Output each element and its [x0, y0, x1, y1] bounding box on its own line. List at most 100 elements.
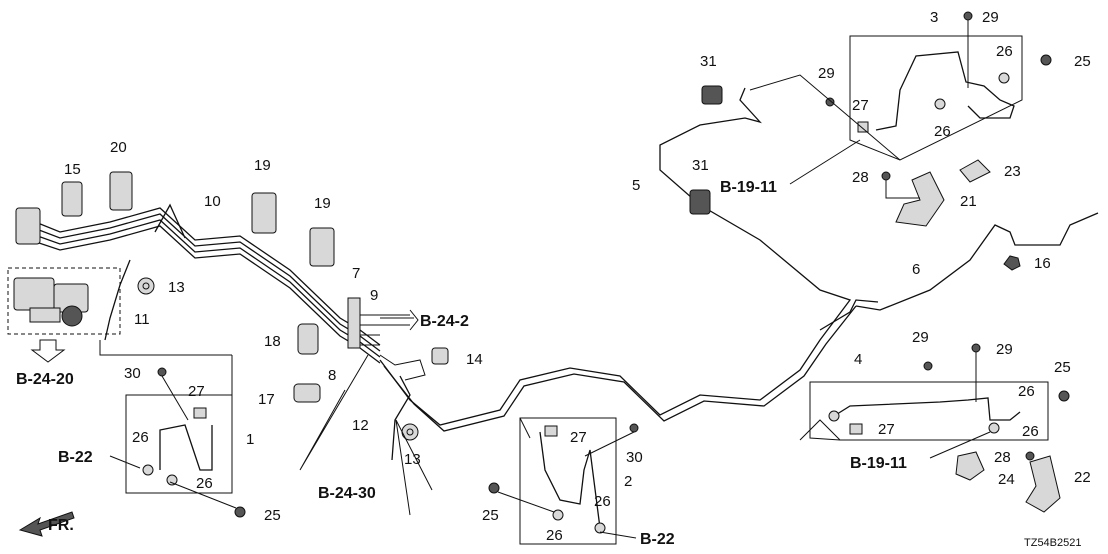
callout-25d: 25: [482, 507, 499, 524]
bracket-23: [959, 159, 991, 183]
pipe-5-parallel: [383, 305, 857, 432]
callout-25b: 25: [1054, 359, 1071, 376]
pipe-6-link: [819, 299, 879, 331]
callout-27c: 27: [852, 97, 869, 114]
callout-26f: 26: [996, 43, 1013, 60]
callout-28a: 28: [852, 169, 869, 186]
hose-2: [539, 431, 601, 529]
arrow-b19-11-right: [929, 431, 991, 459]
callout-27a: 27: [188, 383, 205, 400]
clip-15: [61, 181, 83, 217]
washer-26h: [988, 422, 1000, 434]
bracket-21: [895, 171, 945, 227]
callout-17: 17: [258, 391, 275, 408]
callout-29c: 29: [912, 329, 929, 346]
bolt-25c: [234, 506, 246, 518]
callout-29d: 29: [996, 341, 1013, 358]
callout-26h: 26: [1022, 423, 1039, 440]
bracket-27c: [857, 121, 869, 133]
callout-18: 18: [264, 333, 281, 350]
callout-3: 3: [930, 9, 938, 26]
bracket-22: [1025, 455, 1061, 513]
ref-b24-2: B-24-2: [420, 313, 469, 330]
pipe-12: [391, 375, 411, 461]
ref-b24-30: B-24-30: [318, 485, 376, 502]
callout-15: 15: [64, 161, 81, 178]
bolt-29c: [923, 361, 933, 371]
ref-b24-20: B-24-20: [16, 371, 74, 388]
bolt-25b: [1058, 390, 1070, 402]
ref-b19-11-right: B-19-11: [850, 455, 907, 472]
callout-13a: 13: [168, 279, 185, 296]
clip-19b: [309, 227, 335, 267]
washer-26f: [998, 72, 1010, 84]
callout-19b: 19: [314, 195, 331, 212]
washer-26d: [594, 522, 606, 534]
callout-25a: 25: [1074, 53, 1091, 70]
bolt-25a: [1040, 54, 1052, 66]
callout-30b: 30: [626, 449, 643, 466]
manifold-block: [15, 207, 41, 245]
callout-16: 16: [1034, 255, 1051, 272]
callout-2: 2: [624, 473, 632, 490]
callout-31b: 31: [692, 157, 709, 174]
bracket-27d: [849, 423, 863, 435]
ref-b19-11-top: B-19-11: [720, 179, 777, 196]
callout-6: 6: [912, 261, 920, 278]
callout-10: 10: [204, 193, 221, 210]
callout-8: 8: [328, 367, 336, 384]
callout-23: 23: [1004, 163, 1021, 180]
callout-28b: 28: [994, 449, 1011, 466]
hose-3-frame: [849, 35, 1023, 161]
clip-18: [297, 323, 319, 355]
bolt-29b: [825, 97, 835, 107]
clip-19a: [251, 192, 277, 234]
washer-26b: [166, 474, 178, 486]
ref-b22-bottom: B-22: [640, 531, 675, 548]
callout-11: 11: [134, 311, 150, 328]
callout-27b: 27: [570, 429, 587, 446]
callout-26d: 26: [594, 493, 611, 510]
clip-31b: [689, 189, 711, 215]
clip-16: [1003, 255, 1021, 271]
abs-modulator: [13, 277, 89, 327]
callout-1: 1: [246, 431, 254, 448]
grommet-13a: [137, 277, 155, 295]
front-arrow-icon: [18, 511, 75, 537]
callout-29b: 29: [818, 65, 835, 82]
clip-31a: [701, 85, 723, 105]
washer-26e: [934, 98, 946, 110]
leader-pipe5-top: [749, 74, 901, 161]
hose-3: [875, 51, 1015, 131]
abs-modulator-frame: [7, 267, 121, 335]
leader-b24-30-right: [395, 419, 433, 516]
callout-25c: 25: [264, 507, 281, 524]
pipe-11: [104, 259, 131, 341]
arrow-b22-bottom: [599, 531, 637, 539]
bolt-25d: [488, 482, 500, 494]
hose-2-frame: [519, 417, 617, 545]
leader-11: [99, 340, 232, 356]
washer-26c: [552, 509, 564, 521]
callout-22: 22: [1074, 469, 1091, 486]
clip-17: [293, 383, 321, 403]
callout-7: 7: [352, 265, 360, 282]
bolt-29a: [963, 11, 973, 21]
grommet-13b: [401, 423, 419, 441]
down-arrow-icon: [30, 339, 66, 363]
bracket-24: [955, 451, 985, 481]
bolt-30a: [157, 367, 167, 377]
junction-block: [347, 297, 426, 381]
callout-26c: 26: [546, 527, 563, 544]
diagram-code: TZ54B2521: [1024, 537, 1081, 549]
callout-26e: 26: [934, 123, 951, 140]
hose-4: [833, 397, 1021, 421]
leader-b24-30: [299, 354, 369, 471]
clip-14: [431, 347, 449, 365]
callout-13b: 13: [404, 451, 421, 468]
callout-24: 24: [998, 471, 1015, 488]
front-label: FR.: [48, 517, 74, 534]
callout-14: 14: [466, 351, 483, 368]
hose-1-frame: [125, 394, 233, 494]
